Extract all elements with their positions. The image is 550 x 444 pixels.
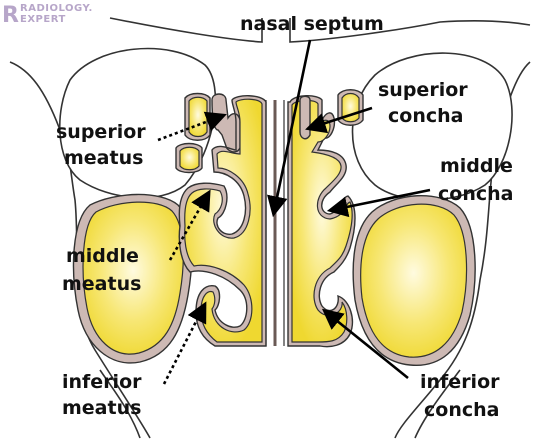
label-nasal-septum: nasal septum xyxy=(240,13,384,35)
arrow-superior-concha xyxy=(305,106,373,134)
label-superior-concha-line1: superior xyxy=(378,79,468,101)
right-nasal-cavity xyxy=(287,95,356,348)
label-inferior-meatus-line1: inferior xyxy=(62,371,142,393)
label-middle-meatus-line1: middle xyxy=(66,245,139,267)
logo-line2: EXPERT xyxy=(20,14,66,25)
arrow-middle-concha xyxy=(326,188,431,218)
label-superior-meatus-line2: meatus xyxy=(64,147,143,169)
label-superior-meatus-line1: superior xyxy=(56,121,146,143)
right-maxillary-sinus xyxy=(360,203,468,358)
left-maxillary-sinus xyxy=(82,201,184,355)
arrow-superior-meatus xyxy=(157,111,227,142)
left-nasal-yellow xyxy=(184,98,263,343)
right-superior-concha-bone xyxy=(299,95,311,140)
nasal-septum-walls xyxy=(265,100,285,346)
logo-mark: R xyxy=(2,3,19,28)
label-inferior-concha-line1: inferior xyxy=(420,371,500,393)
label-superior-concha-line2: concha xyxy=(388,105,463,127)
left-nasal-cavity xyxy=(178,93,267,347)
arrow-middle-meatus xyxy=(168,189,211,261)
right-orbit xyxy=(351,52,513,201)
arrow-inferior-meatus xyxy=(162,301,207,385)
logo: R RADIOLOGY. EXPERT xyxy=(2,3,93,28)
label-middle-meatus-line2: meatus xyxy=(62,273,141,295)
logo-line1: RADIOLOGY. xyxy=(20,3,93,14)
label-middle-concha-line1: middle xyxy=(440,155,513,177)
arrow-nasal-septum xyxy=(267,39,312,218)
left-ethmoid-cell-1 xyxy=(188,96,208,138)
label-inferior-meatus-line2: meatus xyxy=(62,397,141,419)
label-inferior-concha-line2: concha xyxy=(424,399,499,421)
arrow-inferior-concha xyxy=(321,308,409,380)
label-middle-concha-line2: concha xyxy=(438,183,513,205)
left-ethmoid-cell-2 xyxy=(179,146,200,171)
